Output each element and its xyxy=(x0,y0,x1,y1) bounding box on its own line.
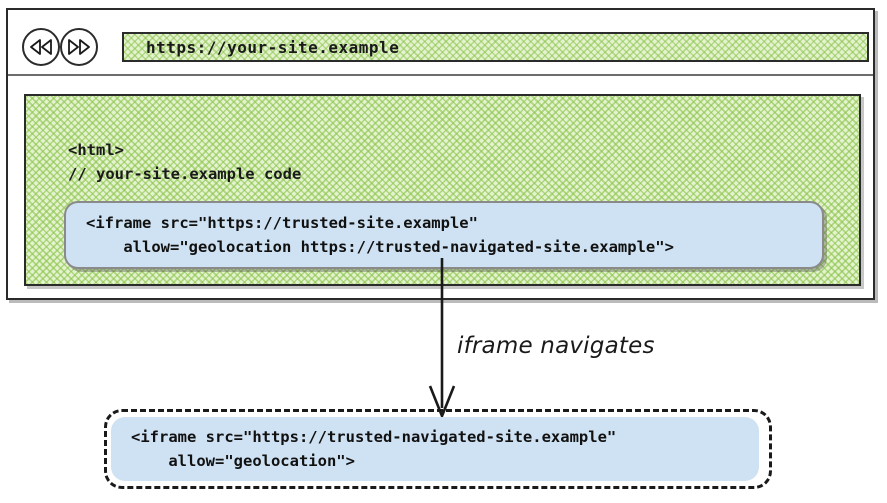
browser-window: https://your-site.example <html> // your… xyxy=(6,8,875,300)
navigation-arrow-icon xyxy=(428,258,456,420)
url-input[interactable]: https://your-site.example xyxy=(122,32,869,62)
rewind-glyph xyxy=(30,39,52,55)
page-content-area: <html> // your-site.example code <iframe… xyxy=(24,94,861,286)
arrow-label: iframe navigates xyxy=(457,333,655,359)
iframe-declaration-block: <iframe src="https://trusted-site.exampl… xyxy=(64,201,824,269)
fast-forward-glyph xyxy=(68,39,90,55)
navigated-iframe-outline xyxy=(104,409,772,489)
rewind-icon[interactable] xyxy=(22,28,60,66)
navigated-iframe-code: <iframe src="https://trusted-navigated-s… xyxy=(131,428,617,470)
iframe-declaration-code: <iframe src="https://trusted-site.exampl… xyxy=(86,214,674,256)
navigated-iframe-block: <iframe src="https://trusted-navigated-s… xyxy=(111,417,759,481)
url-text: https://your-site.example xyxy=(146,37,400,57)
browser-toolbar: https://your-site.example xyxy=(8,10,873,76)
page-source-code: <html> // your-site.example code xyxy=(68,140,302,183)
fast-forward-icon[interactable] xyxy=(60,28,98,66)
